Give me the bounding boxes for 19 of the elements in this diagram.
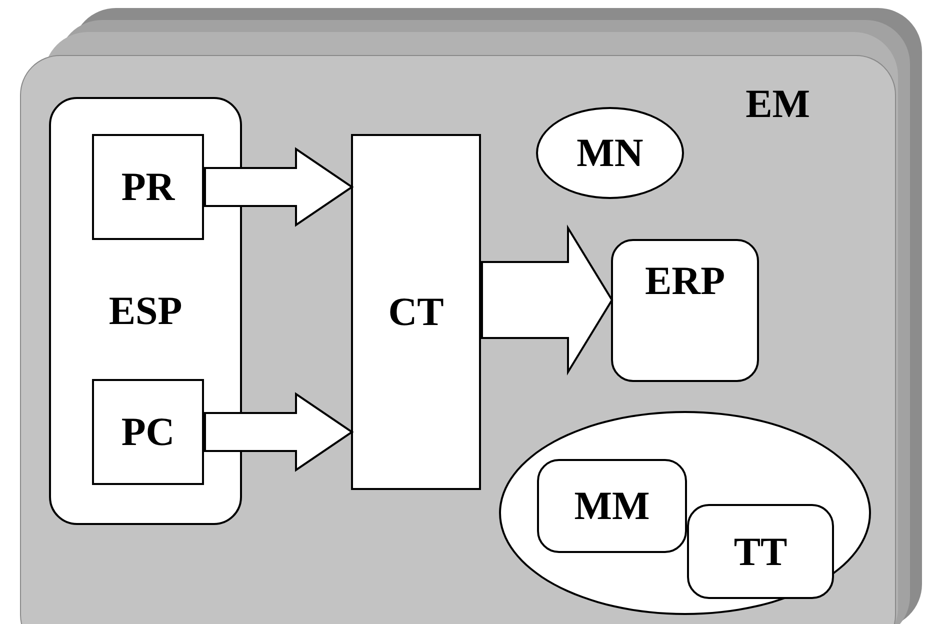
node-label: PR xyxy=(121,167,175,207)
node-label: MM xyxy=(574,486,650,526)
process-box xyxy=(351,134,481,490)
process-box xyxy=(92,134,204,240)
node-label: CT xyxy=(388,292,444,332)
node-label: PC xyxy=(121,412,175,452)
node-label: TT xyxy=(734,532,788,572)
node-label: ERP xyxy=(645,261,725,301)
node-label: MN xyxy=(576,133,644,173)
rounded-box xyxy=(537,459,687,553)
block-arrow xyxy=(204,392,354,472)
node-label: ESP xyxy=(108,291,182,331)
node-label: EM xyxy=(746,84,810,124)
block-arrow xyxy=(481,224,614,376)
block-arrow xyxy=(204,147,354,227)
process-box xyxy=(92,379,204,485)
rounded-box xyxy=(49,97,242,525)
rounded-box xyxy=(611,239,759,382)
rounded-box xyxy=(687,504,834,599)
